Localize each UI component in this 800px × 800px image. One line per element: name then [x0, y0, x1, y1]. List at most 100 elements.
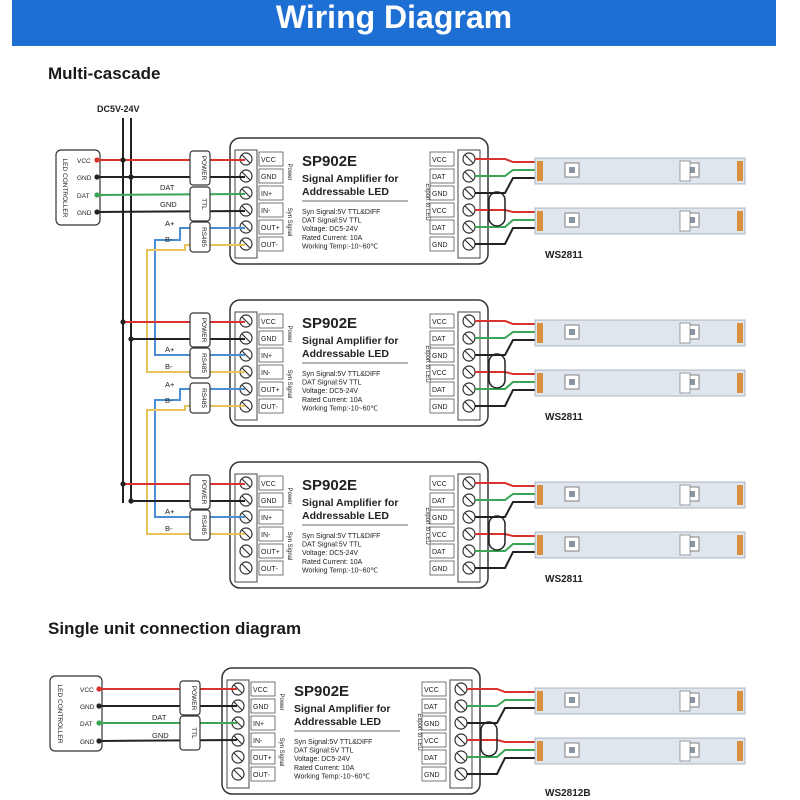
- ttl-adapter-1-label: TTL: [200, 198, 207, 210]
- amplifier-3-input-label: OUT+: [261, 549, 280, 556]
- amplifier-2-input-label-box: [258, 398, 284, 414]
- amp-4-out-vcc-wire: [467, 688, 535, 693]
- amplifier-1-input-label-box: [258, 202, 284, 218]
- amp-2-out-vcc-wire: [475, 371, 535, 375]
- amp-1-out-dat-wire: [475, 219, 535, 228]
- amplifier-3-output-label: GND: [432, 566, 448, 573]
- amplifier-4-output-label: DAT: [424, 704, 438, 711]
- led-strip-3-0-chip: [679, 484, 691, 506]
- power-adapter-4-label: POWER: [200, 480, 207, 505]
- amplifier-2-input-screw-slot: [241, 401, 251, 411]
- amplifier-2-input-screw-slot: [241, 333, 251, 343]
- wire-label-b-minus: B-: [165, 362, 173, 371]
- amplifier-4-output-label: GND: [424, 772, 440, 779]
- rail-junction: [120, 481, 126, 487]
- controller-single-pin-label: GND: [80, 704, 95, 711]
- amplifier-1-spec: DAT Signal:5V TTL: [302, 218, 362, 225]
- amplifier-1-input-label: IN-: [261, 208, 271, 215]
- power-adapter-4: [189, 474, 211, 510]
- wire-label-a-plus: A+: [165, 380, 175, 389]
- led-strip-2-0-led-die: [569, 329, 575, 335]
- amplifier-3-input-label-box: [258, 526, 284, 542]
- amplifier-1-output-screw-slot: [464, 222, 474, 232]
- wire-label-dat: DAT: [152, 713, 167, 722]
- led-strip-3-1-led-die: [569, 541, 575, 547]
- amplifier-2-side-sync: Syn Signal: [286, 370, 292, 399]
- amplifier-2-input-label-box: [258, 381, 284, 397]
- strip-label-3: WS2811: [545, 574, 583, 585]
- led-strip-1-0-pad: [537, 161, 543, 181]
- amplifier-3-input-screw-slot: [241, 546, 251, 556]
- wire-label-a-plus: A+: [165, 345, 175, 354]
- amplifier-4-output-label: VCC: [424, 687, 439, 694]
- amplifier-3-output-label: VCC: [432, 481, 447, 488]
- amplifier-3-input-label-box: [258, 509, 284, 525]
- led-strip-3-0-pad: [737, 485, 743, 505]
- amplifier-3-output-label-box: [429, 526, 455, 542]
- amp-3-out-dat-wire: [475, 493, 535, 501]
- amplifier-4-subtitle-1: Signal Amplifier for: [294, 703, 390, 715]
- amp-2-out-gnd-wire: [475, 389, 535, 407]
- amp-1-out-dat-wire: [475, 169, 535, 177]
- amplifier-3-input-screw-slot: [241, 529, 251, 539]
- amplifier-2-spec: Syn Signal:5V TTL&DIFF: [302, 371, 380, 378]
- led-strip-1-0-led-die: [689, 167, 695, 173]
- amp-4-loop: [480, 721, 498, 757]
- power-adapter-1-label: POWER: [200, 156, 207, 181]
- amplifier-2-output-label-box: [429, 364, 455, 380]
- amplifier-1-input-screw-slot: [241, 239, 251, 249]
- led-strip-3-0-led-die: [569, 491, 575, 497]
- led-strip-1-0-led-die: [569, 167, 575, 173]
- amplifier-3-output-label-box: [429, 509, 455, 525]
- led-controller: [55, 149, 101, 226]
- amplifier-4-model: SP902E: [294, 683, 349, 700]
- amplifier-2-output-label-box: [429, 347, 455, 363]
- amplifier-4-spec: DAT Signal:5V TTL: [294, 748, 354, 755]
- controller-pin-label: DAT: [77, 193, 90, 200]
- amplifier-2-output-screw-slot: [464, 333, 474, 343]
- amplifier-4-input-screw-slot: [233, 735, 243, 745]
- amp-1-loop: [488, 191, 506, 227]
- amp-3-out-gnd-wire: [475, 501, 535, 518]
- power-adapter-single: [179, 680, 201, 716]
- amplifier-4-input-label: OUT-: [253, 772, 270, 779]
- amplifier-3-side-sync: Syn Signal: [286, 532, 292, 561]
- amplifier-2-side-export: Export to LED: [424, 345, 430, 383]
- led-strip-1-1-led-die: [569, 217, 575, 223]
- amplifier-4-spec: Rated Current: 10A: [294, 765, 355, 772]
- amplifier-1-output-label-box: [429, 168, 455, 184]
- amplifier-1-output-label-box: [429, 202, 455, 218]
- amplifier-2-output-label-box: [429, 398, 455, 414]
- strip-label-1: WS2811: [545, 250, 583, 261]
- amplifier-2-output-screw-slot: [464, 384, 474, 394]
- led-strip-1-0-pad: [737, 161, 743, 181]
- amplifier-2-output-screw-slot: [464, 316, 474, 326]
- wire-label-a-plus: A+: [165, 507, 175, 516]
- amplifier-4-input-screw-slot: [233, 718, 243, 728]
- amplifier-4-side-sync: Syn Signal: [278, 738, 284, 767]
- amplifier-1-subtitle-1: Signal Amplifier for: [302, 173, 398, 185]
- amplifier-2-output-label: GND: [432, 404, 448, 411]
- amp-1-out-gnd-wire: [475, 177, 535, 194]
- led-controller-label: LED CONTROLLER: [61, 159, 68, 218]
- amplifier-4-side-power: Power: [278, 693, 284, 710]
- amplifier-4-input-label: IN-: [253, 738, 263, 745]
- amplifier-3-output-label-box: [429, 560, 455, 576]
- controller-pin-label: GND: [77, 210, 92, 217]
- amplifier-1-output-label: DAT: [432, 225, 446, 232]
- amplifier-2-side-power: Power: [286, 325, 292, 342]
- amplifier-2-spec: Rated Current: 10A: [302, 397, 363, 404]
- amplifier-3-subtitle-1: Signal Amplifier for: [302, 497, 398, 509]
- led-strip-4-0-chip: [679, 690, 691, 712]
- led-strip-3-0-led-die: [689, 491, 695, 497]
- amplifier-2-output-label: DAT: [432, 336, 446, 343]
- amplifier-2-input-screw-slot: [241, 316, 251, 326]
- amplifier-1-output-label: GND: [432, 242, 448, 249]
- amplifier-1-input-label-box: [258, 151, 284, 167]
- led-strip-2-0-pad: [737, 323, 743, 343]
- amp-3-out-vcc-wire: [475, 533, 535, 537]
- amplifier-3-output-label: GND: [432, 515, 448, 522]
- ttl-adapter-single-label: TTL: [190, 727, 197, 739]
- amplifier-1-subtitle-2: Addressable LED: [302, 186, 389, 198]
- amplifier-4-output-screw-slot: [456, 701, 466, 711]
